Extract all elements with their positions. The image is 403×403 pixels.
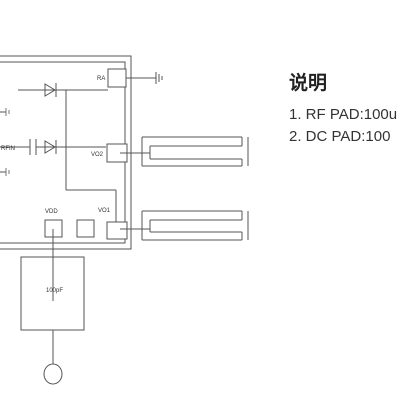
notes-panel: 说明 1. RF PAD:100u 2. DC PAD:100 bbox=[289, 70, 403, 148]
ground-symbol-ra bbox=[126, 72, 163, 84]
label-vo2: VO2 bbox=[91, 152, 104, 158]
label-rfin: RFIN bbox=[1, 146, 15, 152]
pad-vo1 bbox=[106, 221, 128, 240]
rfin-capacitor bbox=[29, 139, 37, 155]
notes-title: 说明 bbox=[289, 72, 328, 94]
note-line-2: 2. DC PAD:100 bbox=[289, 128, 391, 145]
label-vo1: VO1 bbox=[98, 208, 111, 214]
diode-rfin bbox=[44, 140, 57, 154]
pad-unlabeled bbox=[76, 219, 95, 238]
note-line-1: 1. RF PAD:100u bbox=[289, 106, 398, 123]
pad-ra bbox=[107, 68, 127, 88]
external-terminal-circle bbox=[43, 363, 63, 385]
diode-top bbox=[44, 83, 57, 97]
trace-vo1 bbox=[120, 210, 249, 241]
label-ra: RA bbox=[97, 76, 105, 82]
internal-wiring bbox=[0, 89, 117, 222]
label-vdd: VDD bbox=[45, 209, 58, 215]
ground-symbol-left bbox=[5, 108, 10, 176]
external-capacitor-box bbox=[20, 229, 85, 364]
label-capacitor: 100pF bbox=[46, 288, 63, 294]
trace-vo2 bbox=[120, 136, 249, 167]
